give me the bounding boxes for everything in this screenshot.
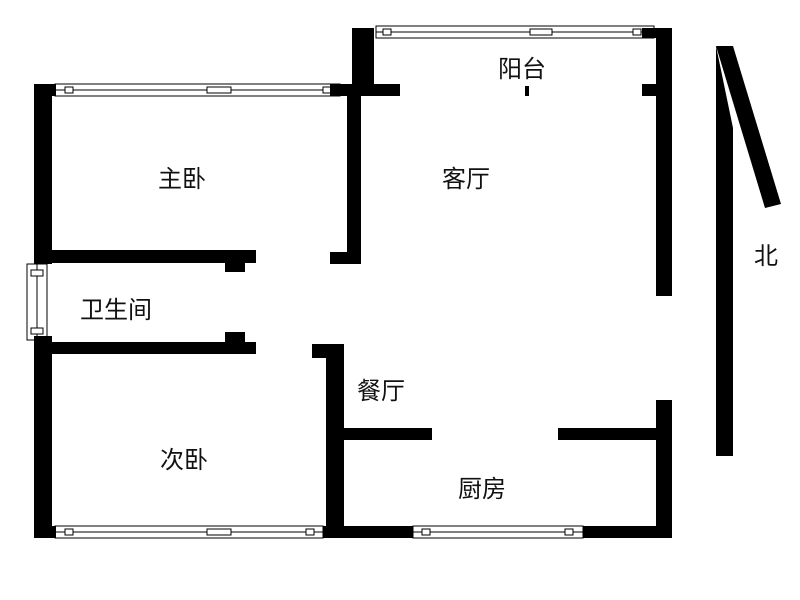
room-label-second-bedroom: 次卧 [160,446,208,474]
room-label-dining-room: 餐厅 [357,377,405,405]
room-label-living-room: 客厅 [442,165,490,193]
compass-north-label: 北 [754,242,778,270]
window-balcony-top [375,25,655,39]
window-bathroom [26,263,48,341]
window-second-bedroom [54,525,324,539]
window-kitchen [412,525,584,539]
room-label-bathroom: 卫生间 [80,296,152,324]
walls [34,28,672,538]
room-label-kitchen: 厨房 [458,475,506,503]
north-arrow-icon [716,46,781,456]
room-label-balcony: 阳台 [498,55,546,83]
window-master-bedroom [54,83,341,97]
room-label-master-bedroom: 主卧 [158,165,206,193]
